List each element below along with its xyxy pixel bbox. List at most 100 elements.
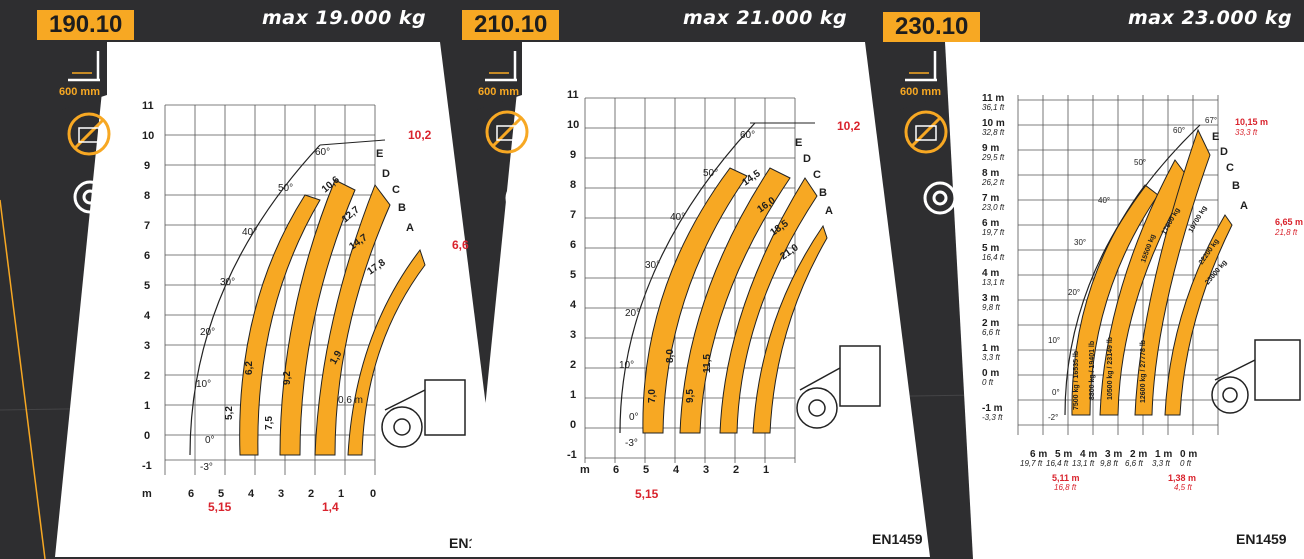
x-tick: 3 m	[1105, 449, 1122, 460]
x-tick-ft: 3,3 ft	[1152, 459, 1171, 468]
lift-chart-210: 11 10 9 8 7 6 5 4 3 2 1 0 -1 m 6 5 4 3 2…	[567, 89, 881, 501]
load-value: 12600 kg / 27778 lb	[1140, 340, 1147, 403]
angle-label: 40°	[242, 227, 257, 238]
x-tick: 4 m	[1080, 449, 1097, 460]
y-tick: 7	[144, 220, 150, 232]
fork-width-label: 600 mm	[900, 86, 941, 98]
angle-label: 40°	[1098, 196, 1110, 205]
angle-label: 40°	[670, 212, 685, 223]
x-tick: 4	[673, 464, 680, 476]
max-load-label: max 19.000 kg	[262, 7, 427, 29]
x-tick: 3	[703, 464, 709, 476]
x-tick-ft: 13,1 ft	[1072, 459, 1095, 468]
model-tag: 190.10	[37, 10, 135, 40]
y-tick: 10	[142, 130, 154, 142]
y-tick: 9	[570, 149, 576, 161]
min-reach-value: 1,4	[322, 500, 339, 514]
max-height-value: 10,15 m	[1235, 117, 1268, 127]
y-tick: 2 m	[982, 318, 999, 329]
y-tick-ft: 16,4 ft	[982, 253, 1005, 262]
x-tick: 0	[370, 488, 376, 500]
y-tick: 0 m	[982, 368, 999, 379]
load-value: 7,5	[264, 416, 275, 430]
y-tick-ft: 26,2 ft	[981, 178, 1005, 187]
max-reach-value: 5,11 m	[1052, 473, 1080, 483]
y-tick: 3	[144, 340, 150, 352]
fork-width-icon	[905, 51, 937, 82]
angle-label: 0°	[1052, 388, 1060, 397]
angle-label: 0°	[205, 435, 215, 446]
y-tick: -1 m	[982, 403, 1003, 414]
fork-width-label: 600 mm	[59, 86, 100, 98]
model-tag: 230.10	[883, 12, 981, 42]
boom-letter: E	[376, 148, 383, 160]
boom-letter: B	[398, 202, 406, 214]
y-tick-ft: 13,1 ft	[982, 278, 1005, 287]
x-tick: 5 m	[1055, 449, 1072, 460]
max-height-value: 10,2	[837, 119, 861, 133]
x-tick: 4	[248, 488, 255, 500]
y-tick-ft: 19,7 ft	[982, 228, 1005, 237]
angle-label: 60°	[1173, 126, 1185, 135]
load-value: 11,5	[702, 354, 713, 373]
y-tick: 4	[144, 310, 151, 322]
x-tick: 2	[308, 488, 314, 500]
y-tick: 11	[142, 100, 154, 112]
y-tick: 8	[144, 190, 150, 202]
max-height-ft: 33,3 ft	[1235, 128, 1258, 137]
y-tick-ft: 3,3 ft	[982, 353, 1001, 362]
y-tick: 7 m	[982, 193, 999, 204]
boom-letter: D	[382, 168, 390, 180]
max-height-value: 10,2	[408, 128, 432, 142]
angle-label: 30°	[1074, 238, 1086, 247]
x-tick-ft: 0 ft	[1180, 459, 1192, 468]
no-tilt-icon	[485, 110, 529, 154]
fork-width-icon	[485, 51, 517, 82]
min-reach-ft: 4,5 ft	[1174, 483, 1193, 492]
angle-label: 30°	[220, 277, 235, 288]
x-tick: 5	[218, 488, 224, 500]
max-load-label: max 23.000 kg	[1128, 7, 1293, 29]
x-tick: 5	[643, 464, 649, 476]
y-tick: 9 m	[982, 143, 999, 154]
load-value: 7,0	[647, 389, 658, 403]
axis-unit: m	[580, 464, 590, 476]
y-tick: 3	[570, 329, 576, 341]
fork-dimension: 0,6 m	[338, 395, 363, 406]
y-tick: 5 m	[982, 243, 999, 254]
y-tick: 8	[570, 179, 576, 191]
no-tilt-icon	[904, 110, 948, 154]
min-reach-value: 1,38 m	[1168, 473, 1196, 483]
angle-label: 67°	[1205, 116, 1217, 125]
x-tick: 0 m	[1180, 449, 1197, 460]
boom-letter: D	[803, 153, 811, 165]
x-tick: 6 m	[1030, 449, 1047, 460]
y-tick: 0	[144, 430, 150, 442]
y-tick: 11 m	[982, 93, 1004, 104]
y-tick-ft: 23,0 ft	[981, 203, 1005, 212]
max-reach-value: 5,15	[208, 500, 232, 514]
boom-letter: A	[1240, 200, 1248, 212]
y-tick-ft: -3,3 ft	[982, 413, 1003, 422]
fork-width-icon	[68, 51, 100, 82]
boom-letter: E	[1212, 131, 1219, 143]
y-tick-ft: 6,6 ft	[982, 328, 1001, 337]
tyre-icon	[505, 181, 539, 215]
boom-letter: E	[795, 137, 802, 149]
y-tick-ft: 32,8 ft	[982, 128, 1005, 137]
angle-label: 50°	[278, 183, 293, 194]
y-tick: 9	[144, 160, 150, 172]
load-value: 8800 kg / 19401 lb	[1089, 341, 1096, 400]
standard-label: EN1459	[872, 531, 923, 547]
no-tilt-icon	[67, 112, 111, 156]
angle-label: 20°	[200, 327, 215, 338]
load-value: 5,2	[224, 406, 235, 420]
y-tick: 6	[570, 239, 576, 251]
x-tick-ft: 9,8 ft	[1100, 459, 1119, 468]
angle-label: 20°	[1068, 288, 1080, 297]
max-height-retracted-value: 6,65 m	[1275, 217, 1303, 227]
load-value: 10500 kg / 23149 lb	[1107, 337, 1114, 400]
y-tick-ft: 0 ft	[982, 378, 994, 387]
load-value: 8,0	[665, 349, 676, 363]
y-tick: 2	[570, 359, 576, 371]
